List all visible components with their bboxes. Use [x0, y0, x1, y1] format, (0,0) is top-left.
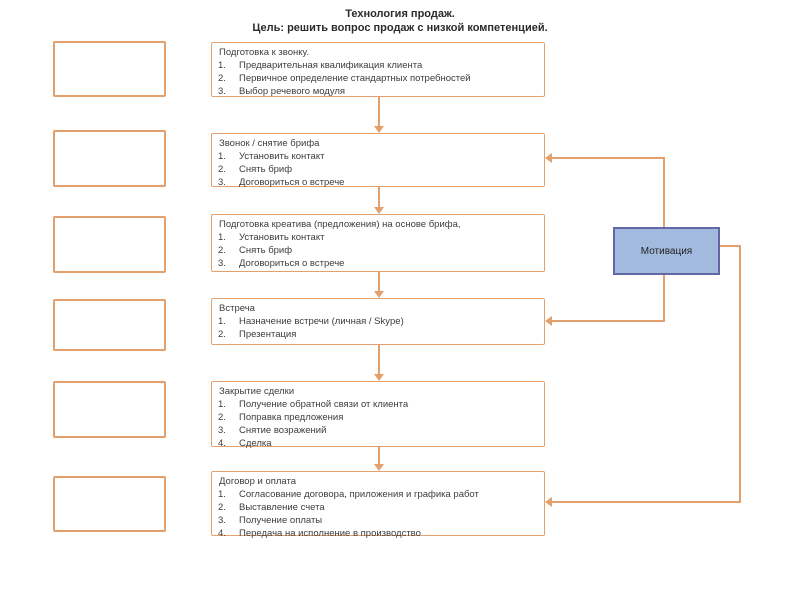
- connector-motivation-step4-vertical: [663, 275, 665, 322]
- connector-step2-step3: [378, 187, 380, 208]
- step-box-preparation: Подготовка к звонку. Предварительная ква…: [211, 42, 545, 98]
- step-item: Получение оплаты: [218, 514, 323, 527]
- connector-motivation-step4-horizontal: [552, 320, 665, 322]
- placeholder-box-3: [53, 216, 166, 273]
- connector-step3-step4: [378, 272, 380, 292]
- connector-motivation-step6-vertical: [739, 245, 741, 503]
- arrowhead-motivation-step2: [545, 153, 552, 163]
- step-item: Передача на исполнение в производство: [218, 527, 421, 540]
- placeholder-box-2: [53, 130, 166, 187]
- diagram-title: Технология продаж. Цель: решить вопрос п…: [0, 7, 800, 35]
- placeholder-box-5: [53, 381, 166, 438]
- step-heading: Закрытие сделки: [219, 386, 295, 397]
- connector-motivation-step6-horizontal: [552, 501, 741, 503]
- connector-motivation-step2-horizontal: [552, 157, 665, 159]
- step-item: Поправка предложения: [218, 411, 344, 424]
- step-box-contract: Договор и оплата Согласование договора, …: [211, 471, 545, 540]
- step-heading: Встреча: [219, 303, 255, 314]
- step-box-call: Звонок / снятие брифа Установить контакт…: [211, 133, 545, 189]
- connector-motivation-step6-out: [720, 245, 741, 247]
- arrowhead-step2: [374, 126, 384, 133]
- step-item: Снятие возражений: [218, 424, 327, 437]
- step-item: Согласование договора, приложения и граф…: [218, 488, 479, 501]
- connector-motivation-step2-vertical: [663, 158, 665, 227]
- arrowhead-motivation-step4: [545, 316, 552, 326]
- step-item: Установить контакт: [218, 231, 325, 244]
- step-box-meeting: Встреча Назначение встречи (личная / Sky…: [211, 298, 545, 345]
- diagram-title-line1: Технология продаж.: [345, 8, 455, 20]
- step-heading: Подготовка к звонку.: [219, 47, 309, 58]
- arrowhead-step3: [374, 207, 384, 214]
- motivation-box: Мотивация: [613, 227, 720, 275]
- connector-step1-step2: [378, 97, 380, 127]
- connector-step4-step5: [378, 345, 380, 375]
- placeholder-box-4: [53, 299, 166, 351]
- step-item: Презентация: [218, 328, 297, 341]
- placeholder-box-1: [53, 41, 166, 97]
- arrowhead-motivation-step6: [545, 497, 552, 507]
- step-box-creative: Подготовка креатива (предложения) на осн…: [211, 214, 545, 272]
- step-item: Сделка: [218, 437, 272, 450]
- arrowhead-step6: [374, 464, 384, 471]
- step-item: Снять бриф: [218, 163, 293, 176]
- step-item: Установить контакт: [218, 150, 325, 163]
- step-item: Снять бриф: [218, 244, 293, 257]
- step-item: Договориться о встрече: [218, 257, 345, 270]
- step-item: Выставление счета: [218, 501, 325, 514]
- step-heading: Звонок / снятие брифа: [219, 138, 320, 149]
- connector-step5-step6: [378, 447, 380, 465]
- step-item: Получение обратной связи от клиента: [218, 398, 409, 411]
- step-item: Выбор речевого модуля: [218, 85, 346, 98]
- step-item: Первичное определение стандартных потреб…: [218, 72, 471, 85]
- motivation-label: Мотивация: [640, 245, 693, 257]
- step-item: Назначение встречи (личная / Skype): [218, 315, 404, 328]
- step-box-closing: Закрытие сделки Получение обратной связи…: [211, 381, 545, 450]
- placeholder-box-6: [53, 476, 166, 532]
- step-item: Договориться о встрече: [218, 176, 345, 189]
- step-heading: Договор и оплата: [219, 476, 297, 487]
- step-item: Предварительная квалификация клиента: [218, 59, 423, 72]
- step-heading: Подготовка креатива (предложения) на осн…: [219, 219, 461, 230]
- arrowhead-step5: [374, 374, 384, 381]
- arrowhead-step4: [374, 291, 384, 298]
- diagram-title-line2: Цель: решить вопрос продаж с низкой комп…: [252, 22, 548, 34]
